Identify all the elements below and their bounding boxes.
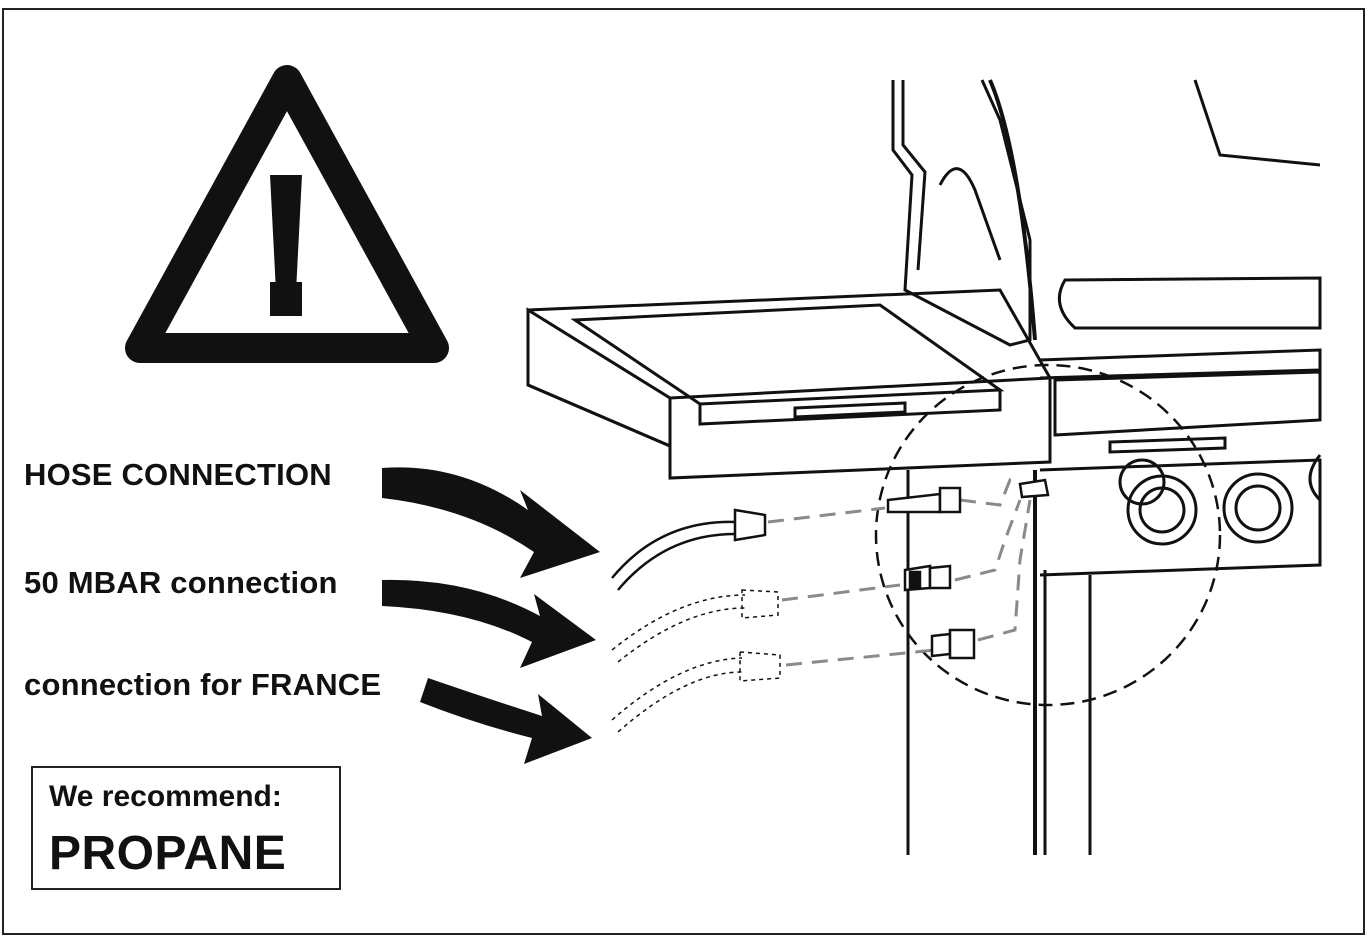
hose-dotted [611, 589, 781, 733]
recommendation-line: We recommend: [49, 780, 282, 813]
diagram-frame [2, 8, 1365, 935]
warning-triangle-icon [125, 65, 449, 363]
side-shelf [526, 288, 1052, 480]
mbar-connection-label: 50 MBAR connection [24, 565, 338, 600]
hose-solid [611, 508, 767, 591]
france-connection-label: connection for FRANCE [24, 667, 382, 702]
grill-body [891, 79, 1322, 855]
curved-arrow-icon [382, 579, 596, 668]
detail-circle [874, 363, 1222, 707]
curved-arrow-icon [382, 467, 600, 578]
curved-arrow-icon [420, 678, 592, 764]
fittings [886, 478, 1050, 660]
recommendation-box: We recommend: PROPANE [31, 766, 341, 890]
recommended-gas: PROPANE [49, 827, 287, 880]
hose-connection-label: HOSE CONNECTION [24, 457, 332, 492]
